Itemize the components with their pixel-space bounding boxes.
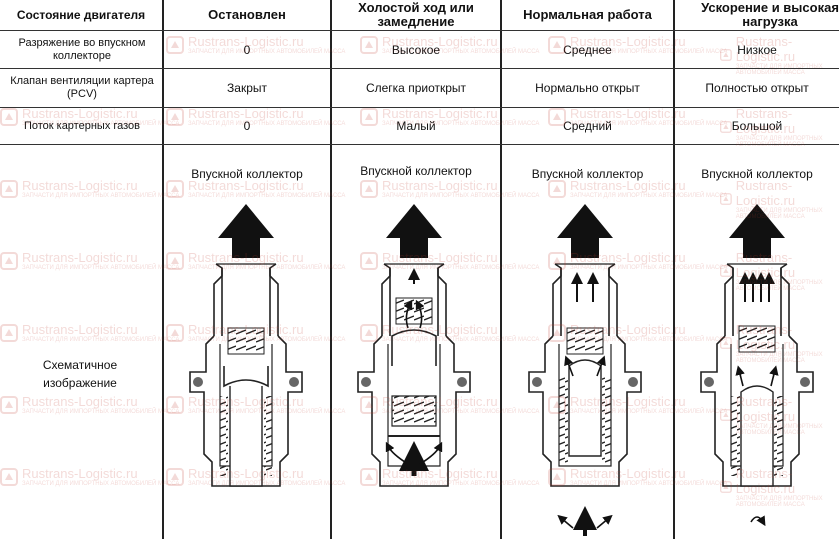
valve-accel xyxy=(700,203,814,527)
col-divider xyxy=(673,0,675,539)
cell-vacuum-normal: Среднее xyxy=(563,42,612,57)
cell-vacuum-accel: Низкое xyxy=(737,42,777,57)
cell-pcv-idle: Слегка приоткрыт xyxy=(365,81,467,95)
intake-label-accel: Впускной коллектор xyxy=(701,167,813,181)
row-label-flow: Поток картерных газов xyxy=(23,119,141,132)
cell-flow-normal: Средний xyxy=(563,119,612,133)
valve-idle xyxy=(357,203,471,487)
header-normal: Нормальная работа xyxy=(523,7,652,22)
cell-pcv-normal: Нормально открыт xyxy=(535,81,640,95)
header-idle: Холостой ход или замедление xyxy=(358,0,474,29)
header-accel: Ускорение и высокая нагрузка xyxy=(701,0,839,29)
cell-pcv-accel: Полностью открыт xyxy=(705,81,809,95)
col-divider xyxy=(162,0,164,539)
header-state: Состояние двигателя xyxy=(16,8,146,22)
row-divider xyxy=(0,144,839,145)
intake-label-stopped: Впускной коллектор xyxy=(191,167,303,181)
valve-normal xyxy=(528,203,642,536)
cell-flow-stopped: 0 xyxy=(243,119,251,133)
col-divider xyxy=(330,0,332,539)
cell-vacuum-stopped: 0 xyxy=(243,42,251,57)
row-divider xyxy=(0,30,839,31)
row-label-pcv: Клапан вентиляции картера (PCV) xyxy=(10,75,154,100)
scheme-label: Схематичное изображение xyxy=(42,358,118,390)
col-divider xyxy=(500,0,502,539)
cell-flow-accel: Большой xyxy=(731,119,783,133)
cell-pcv-stopped: Закрыт xyxy=(227,81,267,95)
cell-flow-idle: Малый xyxy=(396,119,436,133)
cell-vacuum-idle: Высокое xyxy=(391,42,441,57)
row-divider xyxy=(0,68,839,69)
row-divider xyxy=(0,107,839,108)
row-label-vacuum: Разряжение во впускном коллекторе xyxy=(18,36,146,62)
header-stopped: Остановлен xyxy=(208,7,286,22)
intake-label-normal: Впускной коллектор xyxy=(531,167,644,181)
valve-stopped xyxy=(189,203,303,487)
intake-label-idle: Впускной коллектор xyxy=(360,164,472,178)
